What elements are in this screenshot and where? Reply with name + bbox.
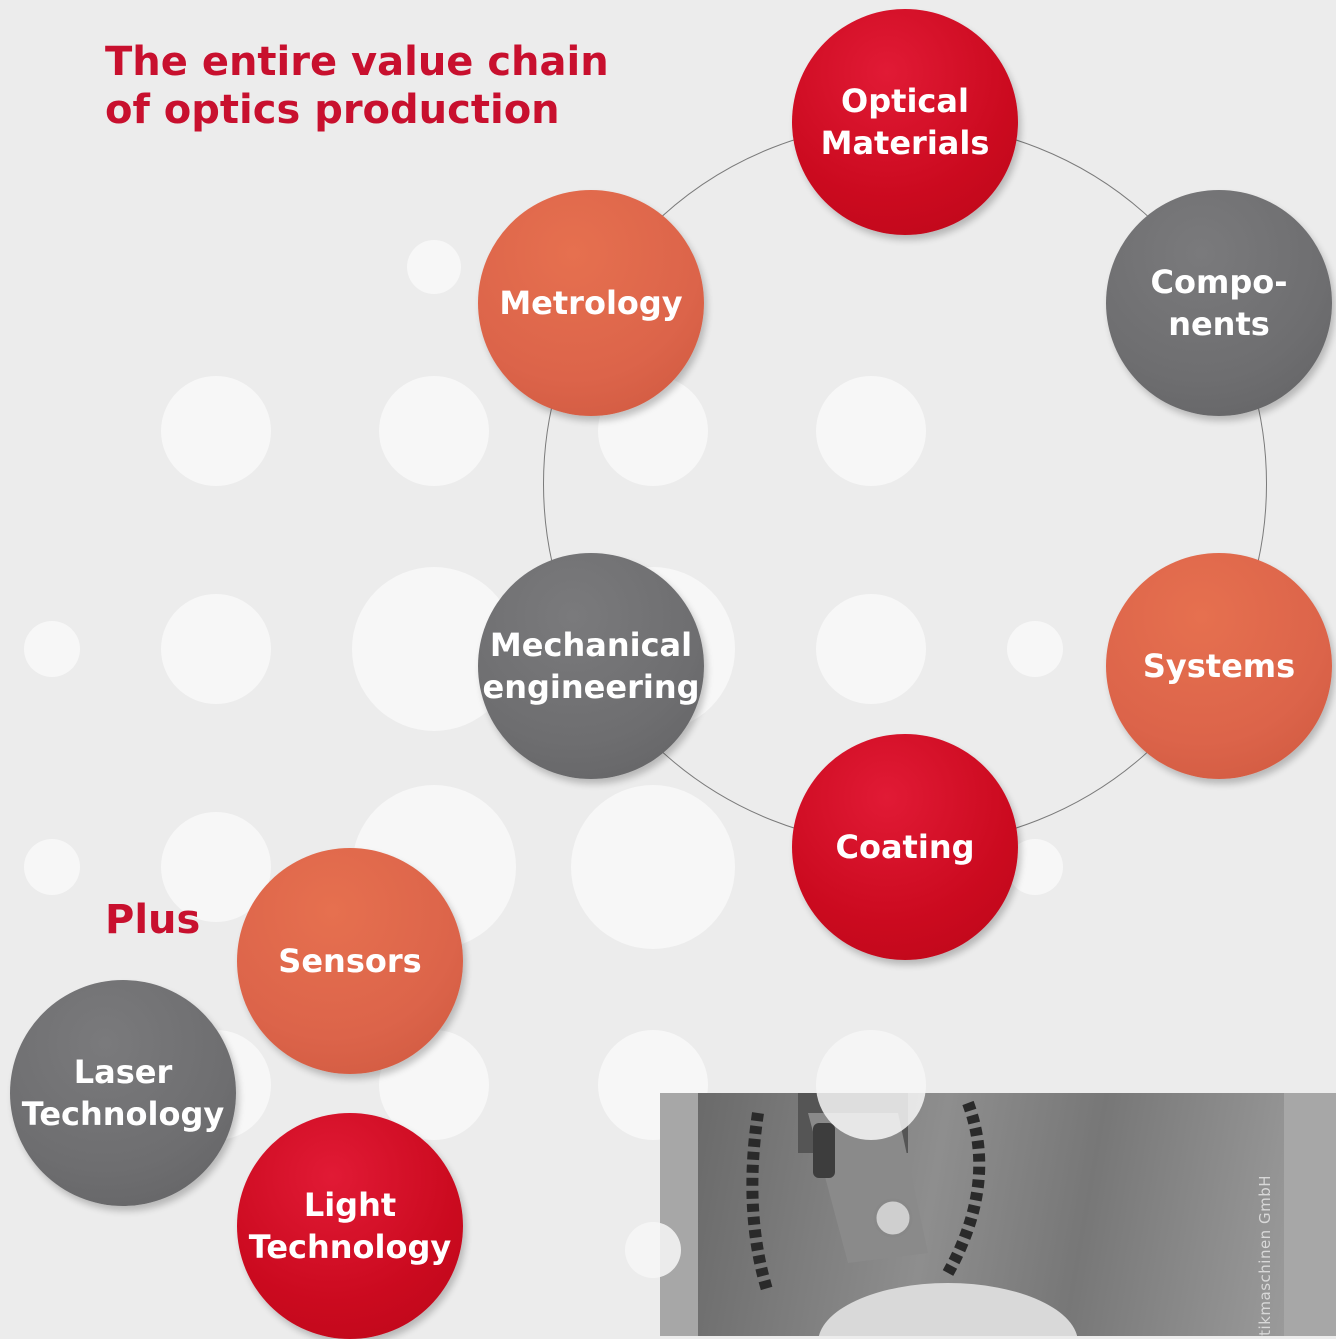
node-label: Coating	[835, 828, 975, 866]
photo-credit: tikmaschinen GmbH	[1256, 1175, 1274, 1336]
node-label: Technology	[21, 1095, 225, 1133]
node-label: engineering	[482, 668, 700, 706]
node-label: Systems	[1142, 647, 1296, 685]
node-label: Mechanical	[489, 626, 693, 664]
node-optical-materials: Optical Materials	[792, 9, 1018, 235]
machine-photo: tikmaschinen GmbH	[660, 1093, 1336, 1336]
node-coating: Coating	[792, 734, 1018, 960]
node-label: Metrology	[499, 284, 683, 322]
node-label: Optical	[841, 82, 969, 120]
bg-dot	[24, 839, 80, 895]
robot-gripper-illustration	[746, 1093, 1078, 1336]
node-label: Light	[303, 1186, 397, 1224]
node-label: Laser	[73, 1053, 173, 1091]
machine-photo-image	[698, 1093, 1284, 1336]
plus-heading: Plus	[105, 897, 201, 943]
bg-dot	[24, 621, 80, 677]
bg-dot	[571, 785, 735, 949]
title-line: of optics production	[105, 87, 560, 133]
bg-dot	[407, 240, 461, 294]
bg-dot	[161, 376, 271, 486]
bg-dot	[816, 1030, 926, 1140]
bg-dot	[379, 376, 489, 486]
node-components: Compo- nents	[1106, 190, 1332, 416]
node-systems: Systems	[1106, 553, 1332, 779]
bg-dot	[625, 1222, 681, 1278]
title-line: The entire value chain	[105, 39, 609, 85]
node-label: nents	[1168, 305, 1270, 343]
node-metrology: Metrology	[478, 190, 704, 416]
node-label: Sensors	[278, 942, 422, 980]
node-mechanical-engineering: Mechanical engineering	[478, 553, 704, 779]
node-label: Technology	[248, 1228, 452, 1266]
bg-dot	[161, 594, 271, 704]
page-title: The entire value chain of optics product…	[105, 38, 609, 134]
plus-light-technology: Light Technology	[237, 1113, 463, 1339]
node-label: Compo-	[1150, 263, 1288, 301]
node-label: Materials	[820, 124, 990, 162]
plus-sensors: Sensors	[237, 848, 463, 1074]
plus-laser-technology: Laser Technology	[10, 980, 236, 1206]
